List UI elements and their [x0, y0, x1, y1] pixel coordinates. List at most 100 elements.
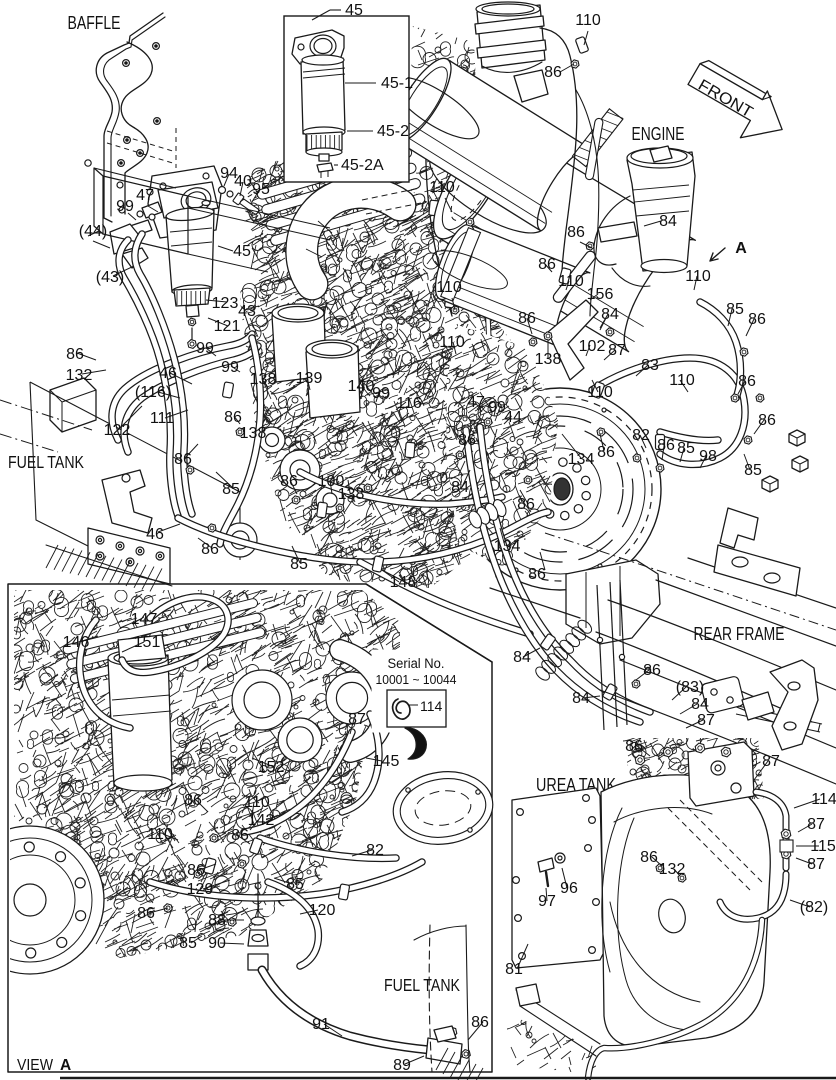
svg-text:84: 84 — [451, 479, 469, 496]
svg-text:86: 86 — [517, 496, 535, 513]
svg-text:85: 85 — [726, 301, 744, 318]
svg-text:45-1: 45-1 — [381, 75, 413, 92]
svg-text:142: 142 — [248, 812, 275, 829]
svg-text:81: 81 — [505, 961, 523, 978]
svg-text:43: 43 — [238, 303, 256, 320]
svg-text:110: 110 — [685, 268, 711, 285]
svg-text:111: 111 — [150, 410, 174, 427]
svg-text:85: 85 — [286, 876, 304, 893]
svg-text:86: 86 — [640, 849, 658, 866]
svg-text:87: 87 — [608, 342, 626, 359]
svg-text:139: 139 — [296, 370, 323, 387]
svg-text:86: 86 — [471, 1014, 489, 1031]
svg-text:90: 90 — [208, 935, 226, 952]
svg-text:138: 138 — [250, 371, 277, 388]
svg-text:99: 99 — [221, 359, 239, 376]
svg-text:47: 47 — [136, 187, 154, 204]
svg-text:114: 114 — [811, 791, 836, 808]
svg-text:82: 82 — [366, 842, 384, 859]
svg-text:86: 86 — [187, 862, 205, 879]
svg-text:(116): (116) — [135, 384, 171, 401]
svg-text:86: 86 — [538, 256, 556, 273]
svg-text:132: 132 — [659, 861, 686, 878]
svg-text:89: 89 — [393, 1057, 411, 1074]
svg-text:46: 46 — [146, 526, 164, 543]
svg-text:82: 82 — [632, 427, 650, 444]
svg-text:151: 151 — [134, 634, 161, 651]
svg-text:129: 129 — [187, 881, 214, 898]
svg-text:A: A — [735, 240, 747, 257]
svg-text:45-2A: 45-2A — [341, 157, 384, 174]
svg-text:95: 95 — [252, 181, 270, 198]
svg-text:85: 85 — [179, 935, 197, 952]
svg-text:87: 87 — [348, 711, 366, 728]
svg-text:147: 147 — [131, 611, 158, 628]
svg-text:44: 44 — [504, 409, 522, 426]
svg-text:110: 110 — [147, 826, 173, 843]
svg-text:45: 45 — [345, 2, 363, 19]
svg-text:84: 84 — [572, 690, 590, 707]
svg-text:134: 134 — [494, 538, 521, 555]
svg-text:110: 110 — [436, 279, 462, 296]
svg-text:91: 91 — [312, 1016, 330, 1033]
svg-text:85: 85 — [744, 462, 762, 479]
svg-text:86: 86 — [224, 409, 242, 426]
svg-text:138: 138 — [535, 351, 562, 368]
svg-text:86: 86 — [567, 224, 585, 241]
svg-text:87: 87 — [762, 753, 780, 770]
svg-text:86: 86 — [657, 437, 675, 454]
svg-text:86: 86 — [66, 346, 84, 363]
svg-text:87: 87 — [697, 712, 715, 729]
svg-text:86: 86 — [544, 64, 562, 81]
svg-text:120: 120 — [309, 902, 336, 919]
svg-text:115: 115 — [810, 838, 836, 855]
svg-text:110: 110 — [439, 334, 465, 351]
svg-text:85: 85 — [290, 556, 308, 573]
svg-text:45: 45 — [233, 243, 251, 260]
svg-text:86: 86 — [738, 373, 756, 390]
svg-text:88: 88 — [208, 912, 226, 929]
svg-text:110: 110 — [587, 384, 613, 401]
svg-text:ENGINE: ENGINE — [632, 124, 685, 144]
svg-text:87: 87 — [807, 856, 825, 873]
svg-text:148: 148 — [390, 574, 417, 591]
svg-text:84: 84 — [513, 649, 531, 666]
svg-text:138: 138 — [338, 486, 365, 503]
svg-text:96: 96 — [560, 880, 578, 897]
svg-text:86: 86 — [625, 738, 643, 755]
svg-text:86: 86 — [458, 432, 476, 449]
svg-text:114: 114 — [420, 698, 443, 714]
svg-text:146: 146 — [63, 634, 90, 651]
svg-text:Serial No.: Serial No. — [388, 656, 445, 671]
svg-text:84: 84 — [601, 306, 619, 323]
svg-text:BAFFLE: BAFFLE — [68, 13, 121, 33]
svg-text:(44): (44) — [79, 223, 107, 240]
svg-text:FUEL TANK: FUEL TANK — [384, 975, 460, 995]
svg-text:86: 86 — [137, 905, 155, 922]
svg-text:(43): (43) — [96, 269, 124, 286]
svg-text:FUEL TANK: FUEL TANK — [8, 452, 84, 472]
svg-text:110: 110 — [558, 273, 584, 290]
svg-text:85: 85 — [677, 440, 695, 457]
svg-text:99: 99 — [116, 198, 134, 215]
svg-text:102: 102 — [579, 338, 606, 355]
svg-text:86: 86 — [518, 310, 536, 327]
svg-text:123: 123 — [212, 295, 239, 312]
svg-text:83: 83 — [641, 357, 659, 374]
svg-text:110: 110 — [429, 179, 455, 196]
svg-text:132: 132 — [66, 367, 93, 384]
svg-text:86: 86 — [280, 473, 298, 490]
svg-text:47: 47 — [467, 394, 485, 411]
svg-text:86: 86 — [231, 827, 249, 844]
svg-text:138: 138 — [240, 425, 267, 442]
svg-text:94: 94 — [220, 165, 238, 182]
svg-text:84: 84 — [659, 213, 677, 230]
svg-text:121: 121 — [214, 318, 241, 335]
svg-text:(83): (83) — [676, 679, 704, 696]
svg-text:84: 84 — [691, 696, 709, 713]
svg-text:VIEW: VIEW — [17, 1057, 53, 1074]
svg-text:87: 87 — [807, 816, 825, 833]
svg-text:99: 99 — [372, 385, 390, 402]
svg-text:86: 86 — [758, 412, 776, 429]
svg-text:85: 85 — [222, 481, 240, 498]
